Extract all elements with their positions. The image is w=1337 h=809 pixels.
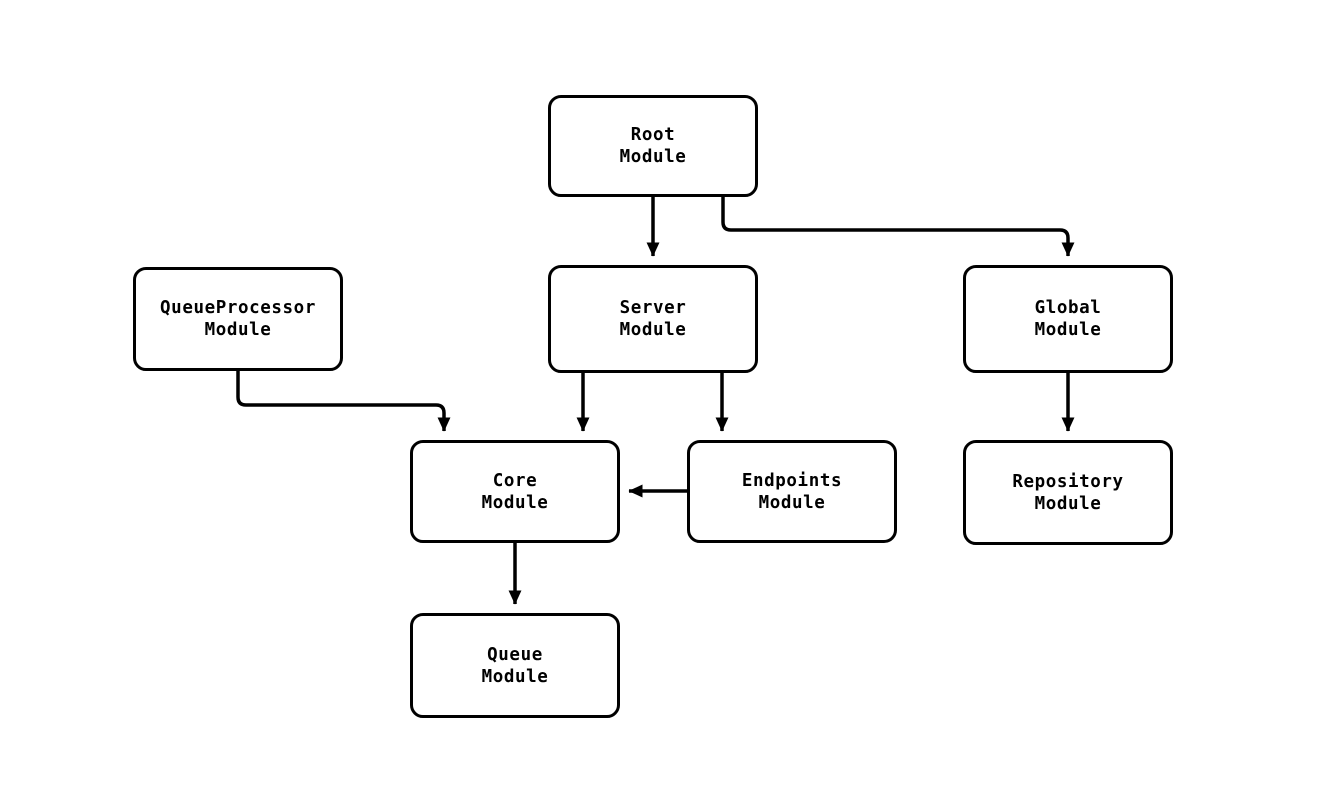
edges-group <box>236 197 1075 605</box>
node-queue-label-line-2: Module <box>481 666 549 687</box>
node-core-label-line-2: Module <box>481 492 549 513</box>
edge-root-global <box>721 197 1075 257</box>
node-global-label-line-1: Global <box>1034 298 1102 318</box>
node-endpoints-label-line-1: Endpoints <box>741 470 843 491</box>
node-core-label-line-1: Core <box>492 470 538 491</box>
node-queueprocessor-label-line-1: QueueProcessor <box>160 298 316 318</box>
edge-queueprocessor-core <box>236 371 451 432</box>
node-queue-label-line-1: Queue <box>487 644 543 665</box>
node-global-label-line-2: Module <box>1034 320 1102 340</box>
node-root-label-line-2: Module <box>619 147 687 167</box>
node-server-label-line-2: Module <box>619 320 687 340</box>
node-server-label-line-1: Server <box>619 298 687 318</box>
node-queueprocessor-label-line-2: Module <box>204 320 272 340</box>
node-repository-label-line-2: Module <box>1034 493 1102 514</box>
node-repository-label-line-1: Repository <box>1012 471 1124 492</box>
node-endpoints-label-line-2: Module <box>758 492 826 513</box>
node-root-label-line-1: Root <box>630 125 676 145</box>
